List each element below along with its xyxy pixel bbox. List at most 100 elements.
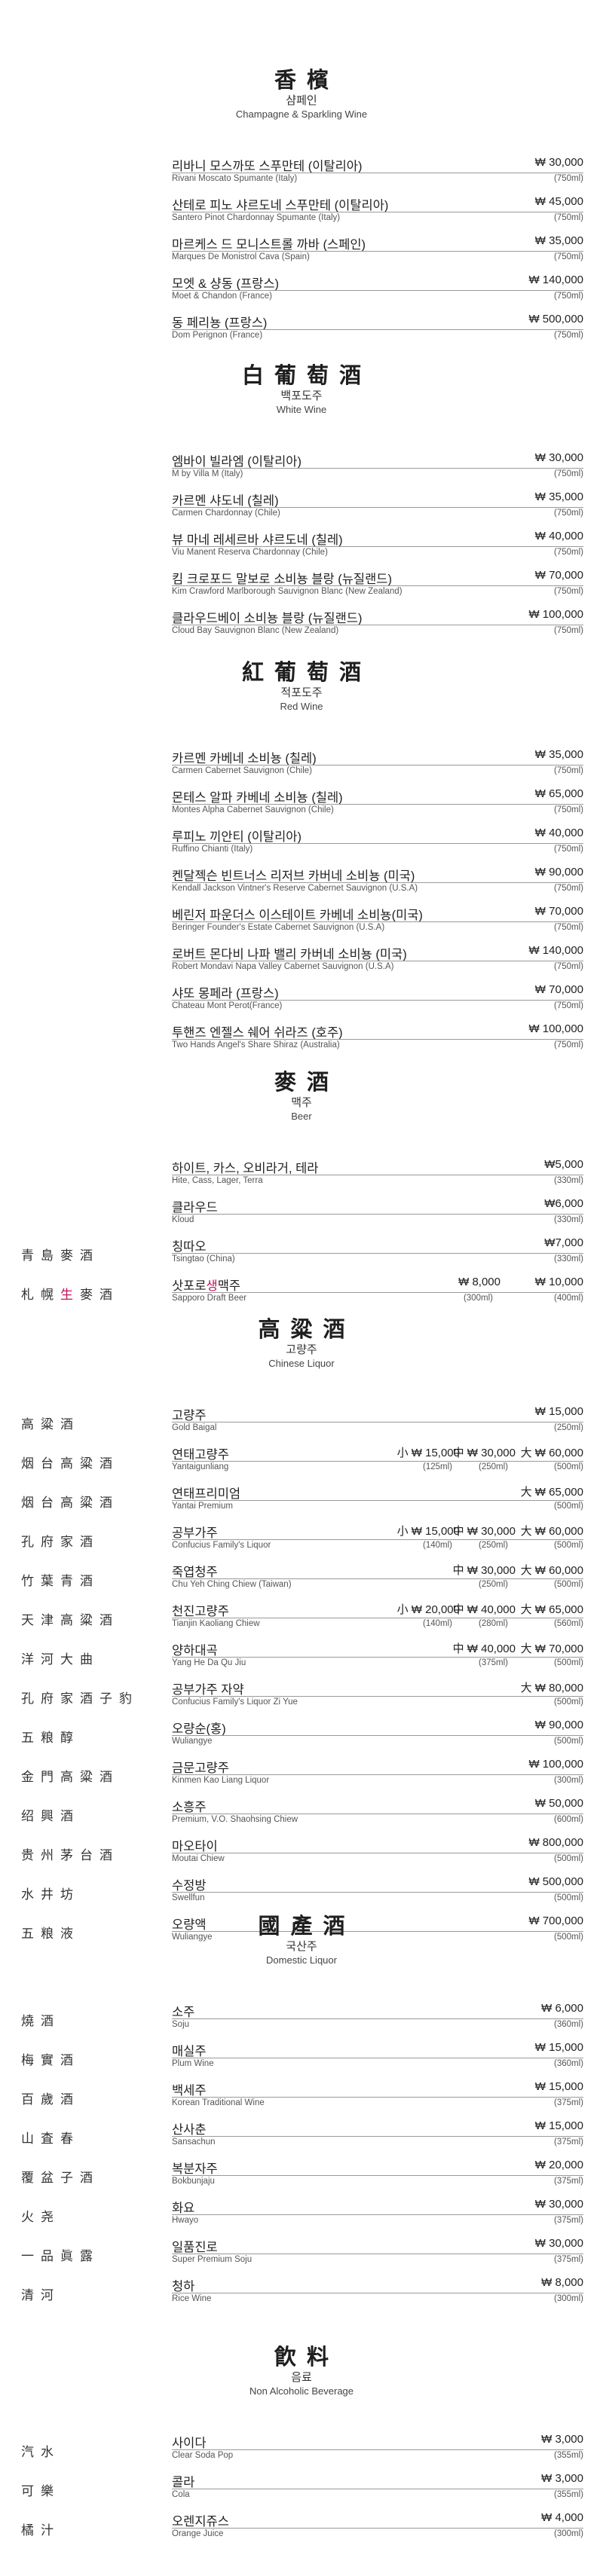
item-price-option: 中 ₩ 30,000 (452, 1525, 516, 1538)
item-name-korean: 마오타이 (172, 1840, 218, 1853)
item-price: 大 ₩ 80,000 (520, 1682, 583, 1694)
item-volume-option: (375ml) (479, 1658, 508, 1667)
item-volume: (750ml) (554, 587, 583, 596)
item-volume: (330ml) (554, 1215, 583, 1224)
item-price: ₩ 500,000 (528, 313, 583, 325)
item-price-option: 大 ₩ 60,000 (520, 1447, 583, 1459)
item-volume: (750ml) (554, 962, 583, 971)
item-volume-option: (500ml) (554, 1580, 583, 1589)
section-title-english: Beer (291, 1111, 312, 1122)
item-price: ₩ 20,000 (534, 2159, 583, 2171)
item-price: ₩ 10,000 (534, 1276, 583, 1288)
item-volume: (750ml) (554, 845, 583, 854)
item-volume: (355ml) (554, 2490, 583, 2499)
item-name-korean: 죽엽청주 (172, 1566, 218, 1579)
item-volume: (355ml) (554, 2451, 583, 2460)
item-name-korean: 천진고량주 (172, 1605, 229, 1618)
item-name-korean: 고량주 (172, 1409, 207, 1422)
item-name-korean: 마르케스 드 모니스트롤 까바 (스페인) (172, 238, 366, 252)
section-title-hanja: 飮料 (274, 2344, 339, 2370)
item-divider (172, 2214, 583, 2215)
item-price-option: 中 ₩ 40,000 (452, 1642, 516, 1655)
item-name-hanja: 洋河大曲 (21, 1652, 99, 1667)
item-price: ₩ 40,000 (534, 530, 583, 542)
item-name-hanja: 汽水 (21, 2445, 60, 2460)
item-divider (172, 2175, 583, 2176)
item-name-english: Confucius Family's Liquor Zi Yue (172, 1697, 298, 1707)
item-volume: (600ml) (554, 1815, 583, 1824)
menu-item: 오량순(홍)Wuliangye₩ 90,000(500ml) (172, 1718, 583, 1748)
menu-item: 베린저 파운더스 이스테이트 카베네 소비뇽(미국)Beringer Found… (172, 904, 583, 934)
item-volume: (375ml) (554, 2216, 583, 2225)
item-name-korean: 카르멘 카베네 소비뇽 (칠레) (172, 752, 317, 765)
item-volume: (375ml) (554, 2098, 583, 2107)
item-price: ₩ 8,000 (541, 2276, 583, 2289)
item-volume: (750ml) (554, 509, 583, 518)
item-name-hanja: 五粮醇 (21, 1731, 80, 1746)
item-name-korean: 산테로 피노 샤르도네 스푸만테 (이탈리아) (172, 199, 389, 212)
item-volume-option: (280ml) (479, 1619, 508, 1628)
item-divider (172, 1253, 583, 1254)
item-name-english: Sansachun (172, 2137, 216, 2147)
item-price: ₩ 90,000 (534, 1719, 583, 1731)
item-name-korean: 리바니 모스까또 스푸만테 (이탈리아) (172, 160, 363, 173)
menu-item: 리바니 모스까또 스푸만테 (이탈리아)Rivani Moscato Spuma… (172, 155, 583, 185)
item-price-option: 中 ₩ 30,000 (452, 1447, 516, 1459)
item-name-korean: 켄달젝슨 빈트너스 리저브 카버네 소비뇽 (미국) (172, 869, 415, 883)
item-divider (172, 1539, 583, 1540)
section-title-korean: 적포도주 (280, 686, 323, 699)
item-name-english: Ruffino Chianti (Italy) (172, 845, 253, 854)
item-name-korean: 엠바이 빌라엠 (이탈리아) (172, 455, 302, 469)
item-divider (172, 804, 583, 805)
item-volume: (750ml) (554, 292, 583, 301)
item-price: ₩ 700,000 (528, 1914, 583, 1927)
item-name-english: Rivani Moscato Spumante (Italy) (172, 174, 298, 183)
item-price: ₩ 65,000 (534, 787, 583, 800)
item-name-english: Rice Wine (172, 2294, 212, 2303)
item-volume: (750ml) (554, 213, 583, 222)
item-volume: (500ml) (554, 1854, 583, 1863)
item-name-hanja: 百歲酒 (21, 2092, 80, 2107)
item-price: ₩ 35,000 (534, 490, 583, 503)
item-name-hanja: 贵州茅台酒 (21, 1848, 119, 1863)
item-name-english: Clear Soda Pop (172, 2451, 234, 2460)
item-price: ₩ 6,000 (541, 2002, 583, 2015)
item-volume: (500ml) (554, 1502, 583, 1511)
item-divider (172, 468, 583, 469)
item-volume-option: (125ml) (423, 1462, 452, 1471)
item-price: ₩ 100,000 (528, 1022, 583, 1035)
menu-item: 샤또 몽페라 (프랑스)Chateau Mont Perot(France)₩ … (172, 982, 583, 1013)
item-name-english: Moutai Chiew (172, 1854, 225, 1863)
item-name-korean: 연태프리미엄 (172, 1487, 241, 1501)
item-divider (172, 1000, 583, 1001)
item-name-english: Yantai Premium (172, 1502, 233, 1511)
item-divider (172, 1461, 583, 1462)
item-divider (172, 1696, 583, 1697)
item-divider (172, 1892, 583, 1893)
item-volume: (375ml) (554, 2177, 583, 2186)
item-divider (172, 1931, 583, 1932)
item-name-hanja: 青島麥酒 (21, 1248, 99, 1264)
item-name-english: Wuliangye (172, 1933, 213, 1942)
section-title-korean: 고량주 (286, 1343, 317, 1356)
item-price: ₩ 50,000 (534, 1797, 583, 1810)
item-name-english: Santero Pinot Chardonnay Spumante (Italy… (172, 213, 341, 222)
item-name-korean: 오량액 (172, 1918, 207, 1932)
item-name-hanja: 一品眞露 (21, 2249, 99, 2264)
item-name-korean: 수정방 (172, 1879, 207, 1893)
item-name-hanja: 燒酒 (21, 2014, 60, 2029)
menu-item: 투핸즈 엔젤스 쉐어 쉬라즈 (호주)Two Hands Angel's Sha… (172, 1022, 583, 1052)
item-price: ₩ 100,000 (528, 1758, 583, 1771)
item-volume-option: (250ml) (479, 1541, 508, 1550)
item-name-english: Soju (172, 2020, 190, 2029)
item-name-english: Confucius Family's Liquor (172, 1541, 271, 1550)
item-name-korean: 공부가주 (172, 1526, 218, 1540)
item-name-korean: 양하대곡 (172, 1644, 218, 1658)
